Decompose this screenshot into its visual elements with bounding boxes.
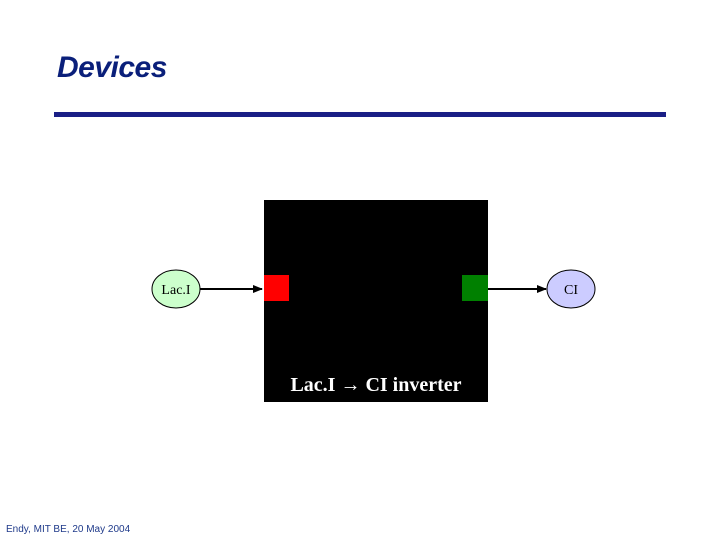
input-signal-label: Lac.I: [161, 283, 190, 298]
output-signal-label: CI: [564, 283, 578, 298]
footer-credit: Endy, MIT BE, 20 May 2004: [6, 524, 131, 535]
input-port: [264, 275, 289, 301]
device-body: [264, 200, 488, 402]
output-port: [462, 275, 488, 301]
output-signal-node: [546, 269, 596, 309]
slide-title: Devices: [57, 51, 167, 84]
title-underline: [54, 112, 666, 117]
device-label: Lac.I → CI inverter: [290, 374, 462, 396]
